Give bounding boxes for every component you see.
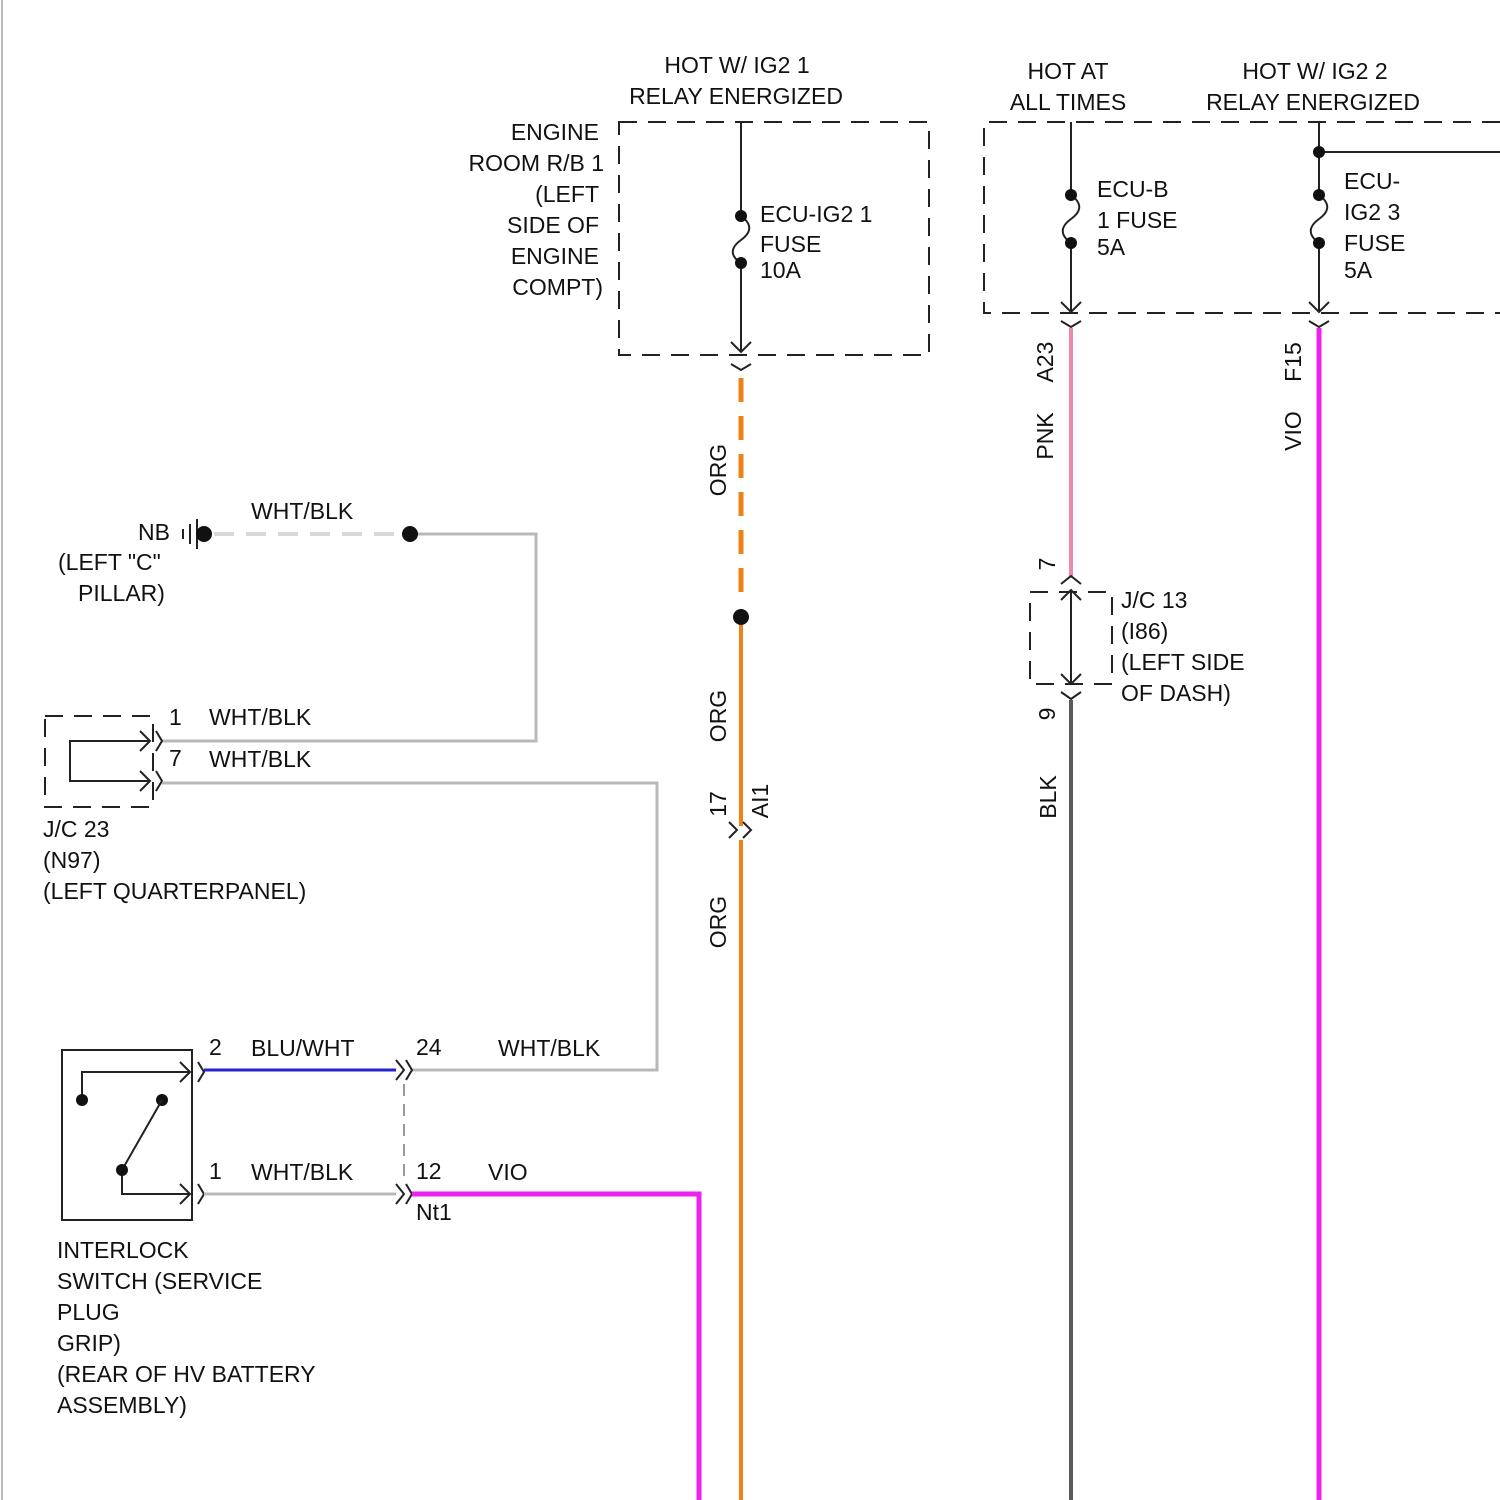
switch-pin2-wire-label: BLU/WHT xyxy=(251,1035,355,1061)
header-hot-at-all-times: HOT AT ALL TIMES xyxy=(1010,58,1126,115)
svg-text:FUSE: FUSE xyxy=(760,231,821,257)
svg-text:IG2 3: IG2 3 xyxy=(1344,199,1400,225)
svg-text:COMPT): COMPT) xyxy=(512,274,603,300)
svg-text:HOT W/ IG2 2: HOT W/ IG2 2 xyxy=(1242,58,1387,84)
svg-text:1 FUSE: 1 FUSE xyxy=(1097,207,1178,233)
connector-icon xyxy=(198,1062,204,1204)
svg-text:(LEFT: (LEFT xyxy=(535,181,599,207)
fuse-icon xyxy=(733,210,750,269)
right-fuse-block xyxy=(984,122,1500,313)
vio-wire-label-right: VIO xyxy=(1280,411,1306,451)
interlock-switch-label: INTERLOCK SWITCH (SERVICE PLUG GRIP) (RE… xyxy=(57,1237,316,1418)
svg-text:RELAY ENERGIZED: RELAY ENERGIZED xyxy=(1206,89,1420,115)
a23-pin-label: A23 xyxy=(1032,342,1058,383)
svg-text:10A: 10A xyxy=(760,257,802,283)
svg-text:J/C 13: J/C 13 xyxy=(1121,587,1187,613)
svg-text:ECU-IG2 1: ECU-IG2 1 xyxy=(760,201,872,227)
svg-text:ROOM R/B 1: ROOM R/B 1 xyxy=(469,150,604,176)
svg-text:OF DASH): OF DASH) xyxy=(1121,680,1231,706)
splice-point xyxy=(733,609,749,625)
nt1-connector-label: Nt1 xyxy=(416,1199,452,1225)
jc13-pin-in: 7 xyxy=(1034,558,1060,571)
nt1-pin24: 24 xyxy=(416,1034,442,1060)
fuse-ecu-ig2-3-label: ECU- IG2 3 FUSE 5A xyxy=(1344,168,1405,283)
splice-point xyxy=(1313,146,1325,158)
ground-wire-label: WHT/BLK xyxy=(251,498,354,524)
fuse-icon xyxy=(1063,189,1080,249)
svg-text:ENGINE: ENGINE xyxy=(511,243,599,269)
switch-pin1-wire-label: WHT/BLK xyxy=(251,1159,354,1185)
svg-text:RELAY ENERGIZED: RELAY ENERGIZED xyxy=(629,83,843,109)
blk-wire-label: BLK xyxy=(1035,775,1061,819)
svg-text:5A: 5A xyxy=(1344,257,1373,283)
svg-text:FUSE: FUSE xyxy=(1344,230,1405,256)
ground-nb-label: NB (LEFT "C" PILLAR) xyxy=(58,519,170,606)
nt1-pin24-wire-label: WHT/BLK xyxy=(498,1035,601,1061)
jc23-junction-box xyxy=(45,716,153,807)
engine-room-rb-label: ENGINE ROOM R/B 1 (LEFT SIDE OF ENGINE C… xyxy=(469,119,604,300)
switch-pin1: 1 xyxy=(209,1158,222,1184)
pnk-wire-label: PNK xyxy=(1032,412,1058,460)
jc23-label: J/C 23 (N97) (LEFT QUARTERPANEL) xyxy=(43,816,306,904)
jc23-pin1-wire-label: WHT/BLK xyxy=(209,704,312,730)
ai1-connector-label: AI1 xyxy=(747,784,773,819)
org-wire-label-low: ORG xyxy=(705,896,731,948)
ai1-pin-label: 17 xyxy=(705,791,731,817)
svg-text:(LEFT SIDE: (LEFT SIDE xyxy=(1121,649,1245,675)
svg-text:INTERLOCK: INTERLOCK xyxy=(57,1237,189,1263)
jc23-pin7: 7 xyxy=(169,745,182,771)
jc13-label: J/C 13 (I86) (LEFT SIDE OF DASH) xyxy=(1121,587,1245,706)
svg-text:ASSEMBLY): ASSEMBLY) xyxy=(57,1392,187,1418)
header-hot-ig2-2: HOT W/ IG2 2 RELAY ENERGIZED xyxy=(1206,58,1420,115)
svg-text:HOT W/ IG2 1: HOT W/ IG2 1 xyxy=(664,52,809,78)
header-hot-ig2-1: HOT W/ IG2 1 RELAY ENERGIZED xyxy=(629,52,843,109)
svg-text:(I86): (I86) xyxy=(1121,618,1168,644)
svg-text:(LEFT "C": (LEFT "C" xyxy=(58,549,161,575)
svg-text:ECU-: ECU- xyxy=(1344,168,1400,194)
svg-text:SIDE OF: SIDE OF xyxy=(507,212,599,238)
svg-text:HOT AT: HOT AT xyxy=(1028,58,1109,84)
svg-text:PLUG: PLUG xyxy=(57,1299,120,1325)
svg-text:(LEFT QUARTERPANEL): (LEFT QUARTERPANEL) xyxy=(43,878,306,904)
jc23-pin7-wire-label: WHT/BLK xyxy=(209,746,312,772)
svg-text:ECU-B: ECU-B xyxy=(1097,176,1169,202)
fuse-ecu-ig2-1-label: ECU-IG2 1 FUSE 10A xyxy=(760,201,872,283)
wht-blk-wire-jc23-to-nt1 xyxy=(162,783,657,1070)
switch-pin2: 2 xyxy=(209,1034,222,1060)
vio-wire-left xyxy=(412,1194,699,1500)
nt1-pin12-wire-label: VIO xyxy=(488,1159,528,1185)
switch-icon xyxy=(76,1062,190,1204)
nt1-pin12: 12 xyxy=(416,1158,442,1184)
svg-text:ALL TIMES: ALL TIMES xyxy=(1010,89,1126,115)
ground-point xyxy=(196,526,212,542)
jc23-pin1: 1 xyxy=(169,704,182,730)
fuse-ecu-b-1-label: ECU-B 1 FUSE 5A xyxy=(1097,176,1178,260)
splice-point xyxy=(402,526,418,542)
jc23-internal-bridge xyxy=(70,741,150,781)
svg-text:ENGINE: ENGINE xyxy=(511,119,599,145)
jc13-pin-out: 9 xyxy=(1034,708,1060,721)
svg-text:5A: 5A xyxy=(1097,234,1126,260)
svg-text:NB: NB xyxy=(138,519,170,545)
svg-text:(REAR OF HV BATTERY: (REAR OF HV BATTERY xyxy=(57,1361,316,1387)
svg-text:PILLAR): PILLAR) xyxy=(78,580,165,606)
fuse-icon xyxy=(1311,189,1328,249)
svg-text:GRIP): GRIP) xyxy=(57,1330,121,1356)
org-wire-label-top: ORG xyxy=(705,444,731,496)
f15-pin-label: F15 xyxy=(1280,342,1306,382)
svg-text:SWITCH (SERVICE: SWITCH (SERVICE xyxy=(57,1268,262,1294)
svg-text:(N97): (N97) xyxy=(43,847,101,873)
org-wire-label-mid: ORG xyxy=(705,690,731,742)
svg-text:J/C 23: J/C 23 xyxy=(43,816,109,842)
